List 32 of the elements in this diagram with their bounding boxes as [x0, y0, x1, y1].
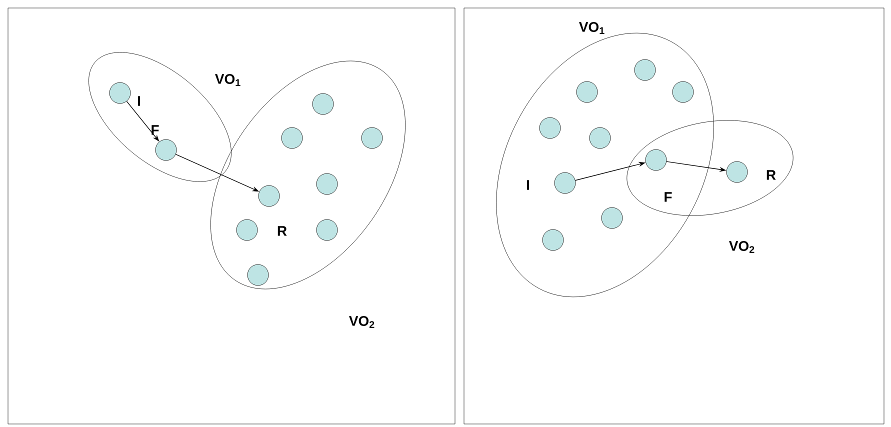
panel-frame — [8, 8, 456, 424]
node-circle — [726, 161, 748, 183]
node-label: 1 — [236, 79, 240, 86]
node-label: VO$_{2}$ — [729, 241, 754, 253]
node-circle — [601, 207, 623, 229]
panel-frame — [464, 8, 884, 424]
node-letter: I — [527, 180, 529, 190]
node-circle — [589, 127, 611, 149]
node-letter: F — [152, 125, 159, 135]
node-circle — [672, 81, 694, 103]
node-circle — [281, 127, 303, 149]
node-circle — [645, 149, 667, 171]
node-circle — [312, 93, 334, 115]
node-circle — [576, 81, 598, 103]
node-circle — [109, 82, 131, 104]
node-circle — [155, 139, 177, 161]
node-circle — [258, 185, 280, 207]
node-letter: F — [664, 192, 672, 202]
node-circle — [247, 264, 269, 286]
node-circle — [361, 127, 383, 149]
node-circle — [554, 172, 576, 194]
node-circle — [316, 173, 338, 195]
node-circle — [542, 229, 564, 251]
node-label: VO$_{1}$ — [579, 22, 604, 34]
node-circle — [634, 59, 656, 81]
node-circle — [539, 117, 561, 139]
node-letter: I — [138, 96, 140, 106]
node-label: VO$_{2}$ — [349, 316, 374, 328]
node-letter: R — [766, 170, 776, 180]
node-circle — [236, 219, 258, 241]
node-circle — [316, 219, 338, 241]
node-letter: R — [278, 226, 287, 236]
